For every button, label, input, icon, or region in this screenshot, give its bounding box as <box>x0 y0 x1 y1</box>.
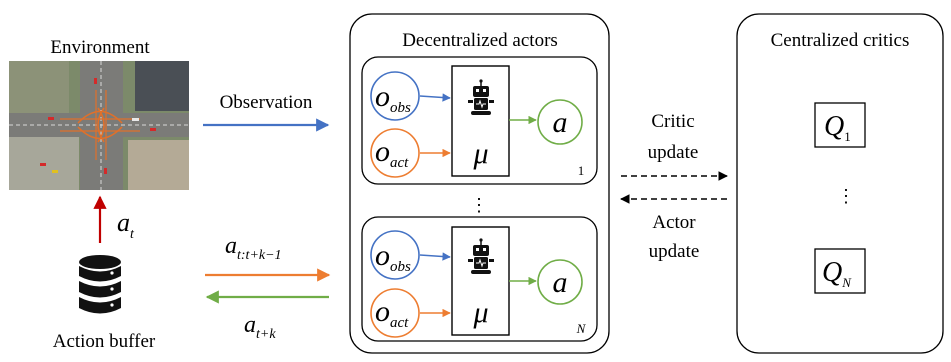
incoming-action-sequence: at:t+k−1 <box>225 233 282 263</box>
action-buffer-title: Action buffer <box>53 331 156 352</box>
decentralized-actors-title: Decentralized actors <box>402 30 558 51</box>
robot-icon <box>467 78 495 116</box>
obs-input-label: oobs <box>375 239 411 275</box>
decentralized-actors-panel <box>349 13 610 354</box>
obs-input-label: oobs <box>375 80 411 116</box>
output-circle <box>537 99 583 145</box>
actor-index: 1 <box>578 163 585 178</box>
policy-symbol: μ <box>472 296 488 329</box>
robot-icon <box>467 237 495 275</box>
critics-ellipsis: ⋮ <box>837 186 855 206</box>
observation-label: Observation <box>220 92 313 113</box>
critic-label: QN <box>822 257 852 290</box>
actor-card: oobs oact μ a N <box>361 216 598 342</box>
obs-circle <box>370 230 420 280</box>
actor-index: N <box>576 321 587 336</box>
obs-circle <box>370 71 420 121</box>
actors-ellipsis: ⋮ <box>470 195 488 215</box>
returned-action: at+k <box>244 312 276 342</box>
output-action-label: a <box>553 106 568 139</box>
act-circle <box>370 128 420 178</box>
act-input-label: oact <box>375 135 409 171</box>
critic-update-line2: update <box>648 142 699 163</box>
actor-update-line2: update <box>649 241 700 262</box>
policy-symbol: μ <box>472 137 488 170</box>
actor-update-line1: Actor <box>652 212 696 233</box>
act-input-label: oact <box>375 295 409 331</box>
traffic-intersection-image <box>9 61 189 190</box>
critic-update-line1: Critic <box>651 111 694 132</box>
critic-box <box>814 102 866 148</box>
act-circle <box>370 288 420 338</box>
centralized-critics-title: Centralized critics <box>771 30 910 51</box>
policy-box <box>451 65 510 177</box>
environment-title: Environment <box>50 37 150 58</box>
actor-card: oobs oact μ a 1 <box>361 56 598 185</box>
database-icon <box>79 255 121 314</box>
output-circle <box>537 259 583 305</box>
output-action-label: a <box>553 266 568 299</box>
centralized-critics-panel <box>736 13 944 354</box>
critic-label: Q1 <box>824 111 851 144</box>
buffer-output-action: at <box>117 208 135 242</box>
critic-box <box>814 248 866 294</box>
